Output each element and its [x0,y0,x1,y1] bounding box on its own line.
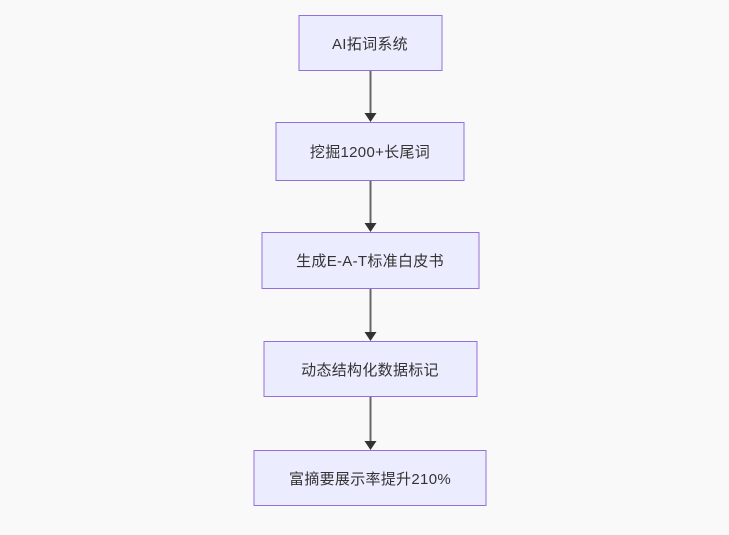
flow-node-structured-data-markup: 动态结构化数据标记 [263,341,477,397]
arrow-line [369,289,371,332]
flowchart: AI拓词系统 挖掘1200+长尾词 生成E-A-T标准白皮书 动态结构化数据标记 [253,15,487,506]
flow-node-eat-whitepaper: 生成E-A-T标准白皮书 [261,232,479,289]
flow-node-ai-keyword-system: AI拓词系统 [298,15,442,71]
flow-edge [364,397,376,450]
node-label: AI拓词系统 [332,35,408,53]
arrow-down-icon [364,113,376,122]
node-label: 生成E-A-T标准白皮书 [296,253,444,270]
arrow-line [369,397,371,441]
arrow-down-icon [364,223,376,232]
flow-node-rich-snippet-rate: 富摘要展示率提升210% [253,450,487,506]
node-label: 富摘要展示率提升210% [289,470,451,488]
flow-edge [364,289,376,341]
arrow-down-icon [364,332,376,341]
arrow-line [369,71,371,113]
arrow-line [369,181,371,223]
node-label: 挖掘1200+长尾词 [309,144,431,161]
arrow-down-icon [364,441,376,450]
flow-node-longtail-keywords: 挖掘1200+长尾词 [275,122,465,181]
flow-edge [364,71,376,122]
flow-edge [364,181,376,232]
node-label: 动态结构化数据标记 [301,361,439,379]
